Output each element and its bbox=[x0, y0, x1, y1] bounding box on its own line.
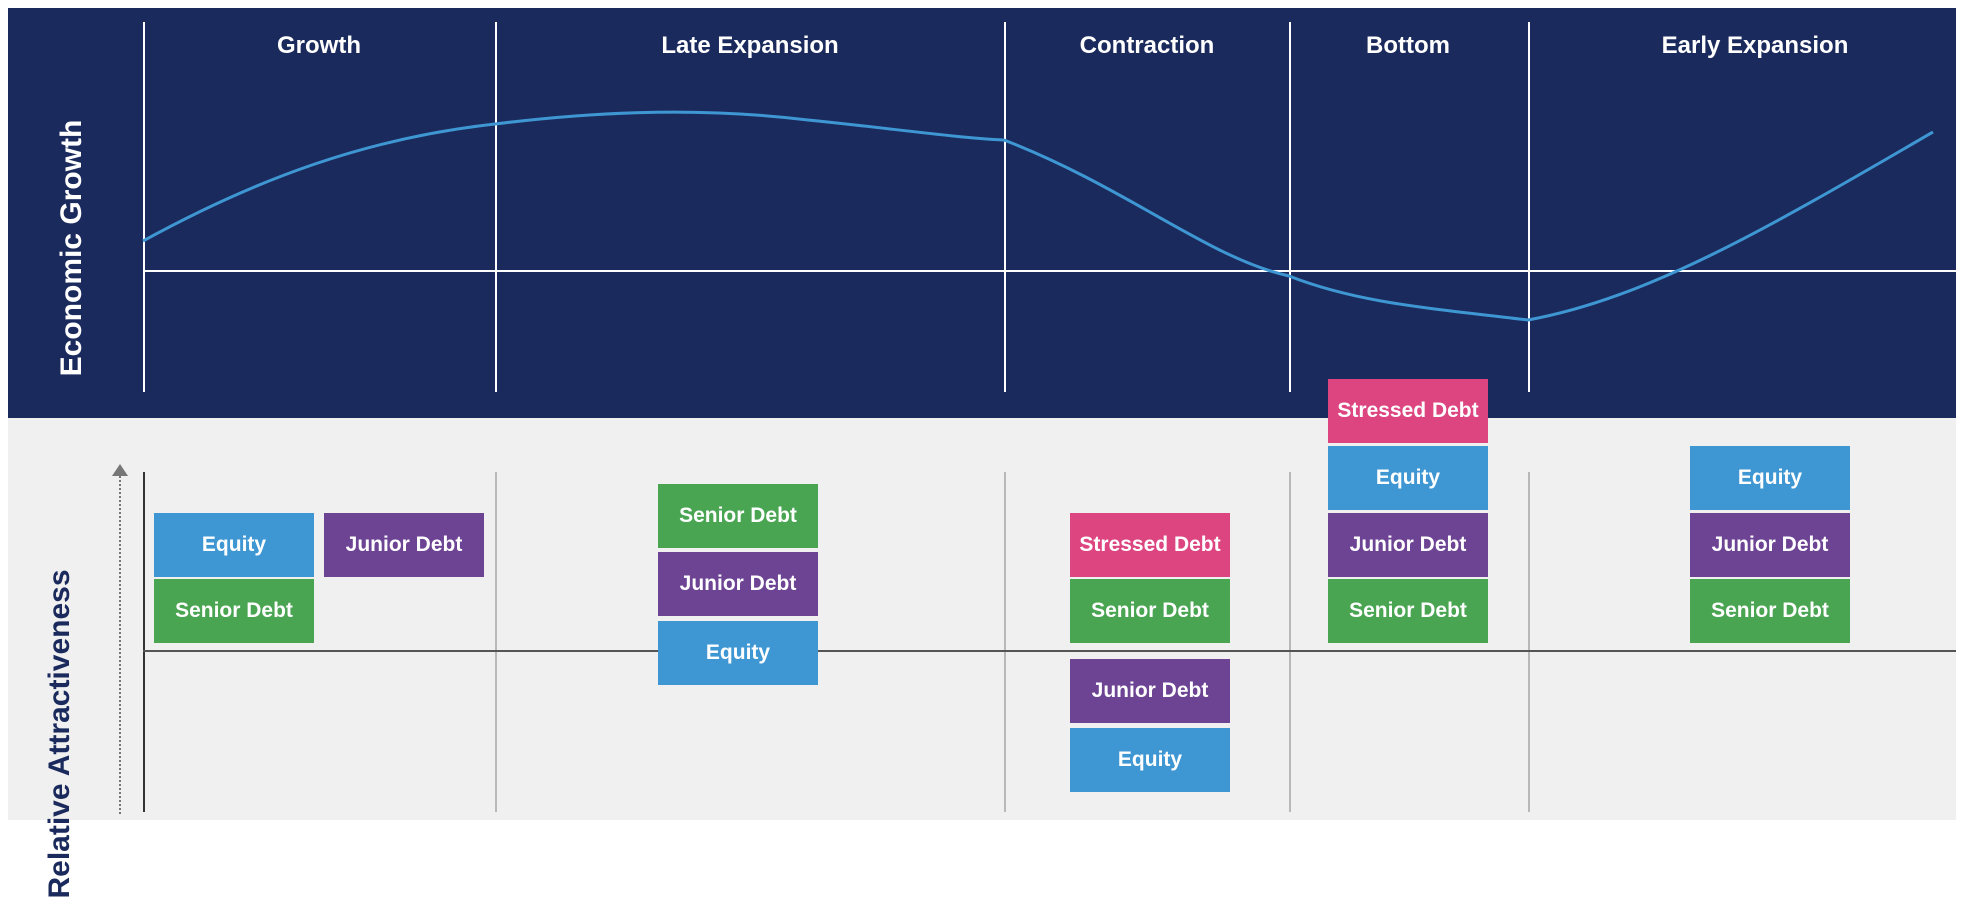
box-contraction-junior-debt: Junior Debt bbox=[1070, 659, 1230, 723]
phase-divider bbox=[1004, 22, 1006, 392]
zero-growth-line bbox=[143, 270, 1956, 272]
box-growth-junior-debt: Junior Debt bbox=[324, 513, 484, 577]
phase-label-growth: Growth bbox=[277, 32, 361, 59]
economic-growth-panel: Economic Growth Growth Late Expansion Co… bbox=[8, 8, 1956, 418]
box-late-expansion-equity: Equity bbox=[658, 621, 818, 685]
phase-label-early-expansion: Early Expansion bbox=[1661, 32, 1849, 59]
arrow-up-icon bbox=[112, 464, 128, 476]
box-contraction-stressed-debt: Stressed Debt bbox=[1070, 513, 1230, 577]
economic-cycle-curve bbox=[142, 110, 1934, 322]
box-growth-senior-debt: Senior Debt bbox=[154, 579, 314, 643]
box-early-expansion-equity: Equity bbox=[1690, 446, 1850, 510]
phase-divider bbox=[1289, 472, 1291, 812]
phase-divider bbox=[1528, 22, 1530, 392]
box-early-expansion-senior-debt: Senior Debt bbox=[1690, 579, 1850, 643]
phase-divider bbox=[1289, 22, 1291, 392]
phase-label-contraction: Contraction bbox=[1079, 32, 1215, 59]
attractiveness-zero-line bbox=[143, 650, 1956, 652]
phase-label-late-expansion: Late Expansion bbox=[661, 32, 839, 59]
box-bottom-junior-debt: Junior Debt bbox=[1328, 513, 1488, 577]
box-contraction-equity: Equity bbox=[1070, 728, 1230, 792]
attractiveness-y-axis bbox=[143, 472, 145, 812]
phase-divider bbox=[495, 22, 497, 392]
attractiveness-axis-arrow bbox=[119, 476, 121, 814]
box-bottom-stressed-debt: Stressed Debt bbox=[1328, 379, 1488, 443]
phase-divider bbox=[495, 472, 497, 812]
relative-attractiveness-panel: Relative Attractiveness Equity Junior De… bbox=[8, 379, 1956, 899]
box-growth-equity: Equity bbox=[154, 513, 314, 577]
relative-attractiveness-axis-label: Relative Attractiveness bbox=[43, 569, 76, 899]
box-bottom-equity: Equity bbox=[1328, 446, 1488, 510]
economic-cycle-line bbox=[142, 110, 1934, 322]
box-bottom-senior-debt: Senior Debt bbox=[1328, 579, 1488, 643]
box-late-expansion-junior-debt: Junior Debt bbox=[658, 552, 818, 616]
phase-divider bbox=[143, 22, 145, 392]
box-early-expansion-junior-debt: Junior Debt bbox=[1690, 513, 1850, 577]
phase-divider bbox=[1004, 472, 1006, 812]
box-late-expansion-senior-debt: Senior Debt bbox=[658, 484, 818, 548]
box-contraction-senior-debt: Senior Debt bbox=[1070, 579, 1230, 643]
phase-divider bbox=[1528, 472, 1530, 812]
phase-label-bottom: Bottom bbox=[1366, 32, 1450, 59]
